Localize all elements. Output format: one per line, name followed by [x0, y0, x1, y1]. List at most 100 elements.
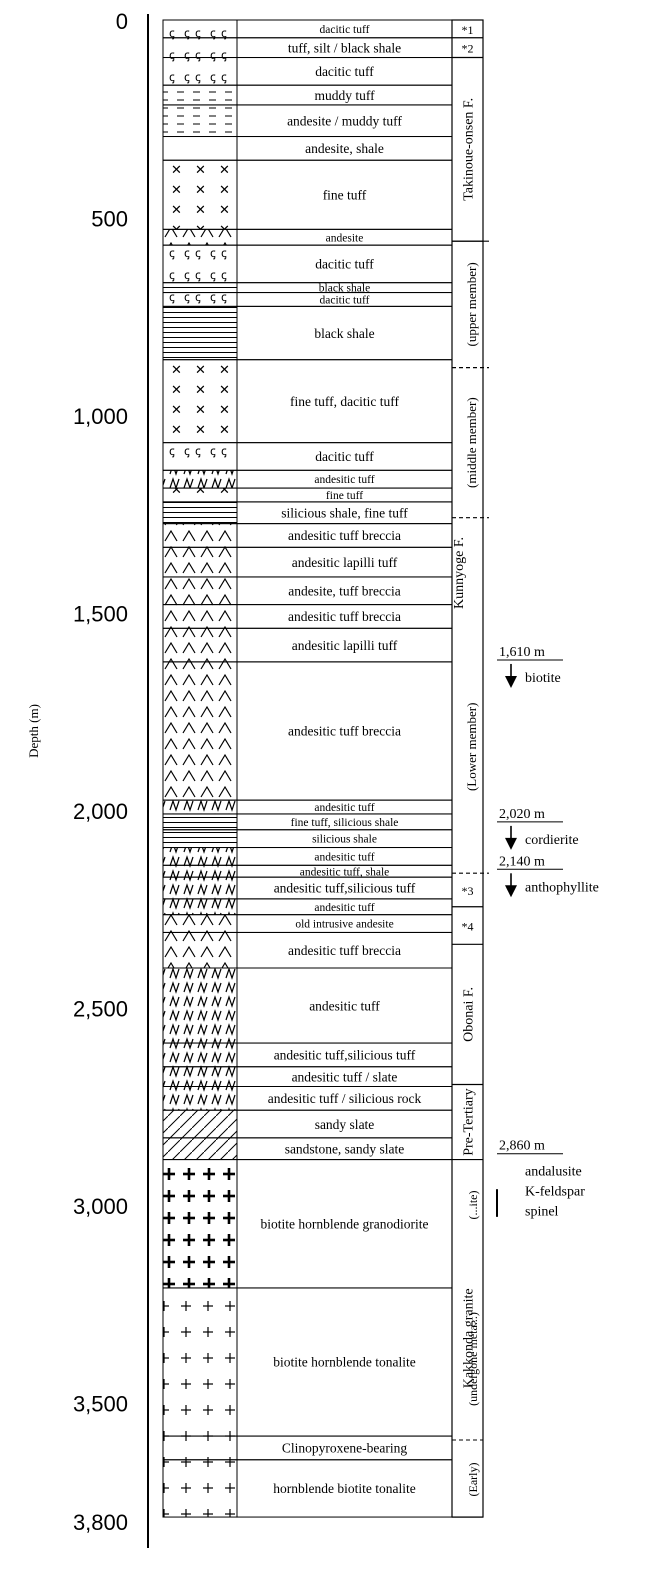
lithology-symbol	[162, 546, 238, 578]
depth-tick-label: 2,500	[73, 997, 128, 1022]
lithology-symbol	[162, 136, 238, 161]
layer-row: andesitic tuff breccia	[162, 661, 453, 801]
lithology-symbol	[162, 282, 238, 294]
layer-row: andesite	[162, 228, 453, 246]
layer-label: tuff, silt / black shale	[288, 40, 401, 55]
layer-label: sandstone, sandy slate	[285, 1141, 405, 1156]
lithology-symbol	[162, 359, 238, 444]
lithology-symbol	[162, 1109, 238, 1139]
layer-label: andesitic tuff	[314, 851, 374, 863]
layer-label: biotite hornblende tonalite	[273, 1355, 415, 1370]
lithology-symbol	[162, 898, 238, 916]
depth-tick-label: 2,000	[73, 799, 128, 824]
granite-subunit-label: (...ite)	[466, 1191, 480, 1220]
layer-label: black shale	[319, 283, 370, 295]
formation-label: Takinoue-onsen F.	[462, 98, 477, 201]
isograd-depth-label: 1,610 m	[499, 645, 545, 660]
isograd-mineral-label: cordierite	[525, 833, 579, 848]
layer-row: fine tuff, silicious shale	[162, 813, 453, 831]
lithology-symbol	[162, 799, 238, 815]
lithology-symbol	[162, 576, 238, 606]
lithology-symbol	[162, 104, 238, 138]
lithology-symbol	[162, 1459, 238, 1518]
layer-row: dacitic tuff	[162, 292, 453, 307]
arrow-down-icon	[505, 885, 517, 898]
lithology-symbol	[162, 228, 238, 246]
layer-label: andesitic tuff,silicious tuff	[274, 881, 416, 896]
lithology-symbol	[162, 159, 238, 230]
depth-tick-label: 500	[91, 207, 128, 232]
layer-label: silicious shale, fine tuff	[281, 505, 408, 520]
formation-label-kunnyoge: Kunnyoge F.	[452, 537, 467, 609]
layer-row: dacitic tuff	[162, 57, 453, 86]
layer-label: dacitic tuff	[315, 257, 374, 272]
layer-label: Clinopyroxene-bearing	[282, 1441, 407, 1456]
layer-row: silicious shale	[162, 829, 453, 849]
layer-label: muddy tuff	[314, 88, 375, 103]
layer-label: dacitic tuff	[315, 449, 374, 464]
lithology-symbol	[162, 864, 238, 878]
depth-tick-label: 3,000	[73, 1194, 128, 1219]
lithology-symbol	[162, 442, 238, 471]
layer-row: andesitic tuff,silicious tuff	[162, 876, 453, 900]
layer-label: hornblende biotite tonalite	[273, 1481, 415, 1496]
layer-row: black shale	[162, 305, 453, 361]
layer-label: andesitic tuff	[314, 474, 374, 486]
layer-row: andesite, tuff breccia	[162, 576, 453, 606]
layer-row: andesitic tuff	[162, 967, 453, 1044]
layer-label: fine tuff	[323, 188, 367, 203]
layer-row: andesitic lapilli tuff	[162, 627, 453, 663]
layer-row: andesitic tuff	[162, 847, 453, 866]
layer-row: andesite / muddy tuff	[162, 104, 453, 138]
layer-label: andesitic tuff,silicious tuff	[274, 1048, 416, 1063]
layer-row: andesitic tuff, shale	[162, 864, 453, 878]
layer-row: fine tuff, dacitic tuff	[162, 359, 453, 444]
depth-tick-label: 3,800	[73, 1510, 128, 1535]
layer-label: andesitic tuff / slate	[292, 1069, 398, 1084]
isograd-mineral-label: biotite	[525, 671, 561, 686]
layer-label: andesitic tuff	[314, 802, 374, 814]
lithology-symbol	[162, 1159, 238, 1289]
lithology-symbol	[162, 967, 238, 1044]
formation-label: *1	[462, 23, 474, 37]
layer-row: andesitic tuff	[162, 898, 453, 916]
lithology-symbol	[162, 813, 238, 831]
formation-label: *4	[462, 920, 474, 934]
layer-label: biotite hornblende granodiorite	[261, 1216, 429, 1231]
member-label: (upper member)	[464, 262, 479, 346]
granite-subunit-label: (undergone meta...)	[466, 1312, 480, 1406]
layer-row: dacitic tuff	[162, 19, 453, 39]
lithology-symbol	[162, 931, 238, 969]
member-label: (middle member)	[464, 397, 479, 488]
layer-row: andesitic tuff / silicious rock	[162, 1086, 453, 1111]
formation-label: Pre-Tertiary	[462, 1088, 477, 1155]
lithology-symbol	[162, 1042, 238, 1068]
layer-label: silicious shale	[312, 834, 377, 846]
lithology-symbol	[162, 1287, 238, 1437]
layer-label: andesitic lapilli tuff	[292, 638, 398, 653]
lithology-symbol	[162, 1086, 238, 1111]
layer-row: andesitic tuff	[162, 799, 453, 815]
layer-label: andesitic lapilli tuff	[292, 555, 398, 570]
layer-label: fine tuff	[326, 490, 363, 502]
isograd-depth-label: 2,140 m	[499, 854, 545, 869]
lithology-symbol	[162, 914, 238, 933]
lithology-symbol	[162, 469, 238, 489]
layer-label: andesitic tuff breccia	[288, 528, 401, 543]
layer-row: biotite hornblende tonalite	[162, 1287, 453, 1437]
layer-label: andesitic tuff breccia	[288, 724, 401, 739]
layer-row: silicious shale, fine tuff	[162, 501, 453, 525]
layer-label: andesite, shale	[305, 141, 384, 156]
layer-label: fine tuff, dacitic tuff	[290, 394, 399, 409]
lithology-symbol	[162, 501, 238, 525]
layer-label: dacitic tuff	[320, 294, 370, 306]
lithology-symbol	[162, 244, 238, 284]
layer-row: andesitic lapilli tuff	[162, 546, 453, 578]
layer-row: dacitic tuff	[162, 244, 453, 284]
layer-row: andesitic tuff	[162, 469, 453, 489]
layer-label: andesite, tuff breccia	[288, 584, 401, 599]
